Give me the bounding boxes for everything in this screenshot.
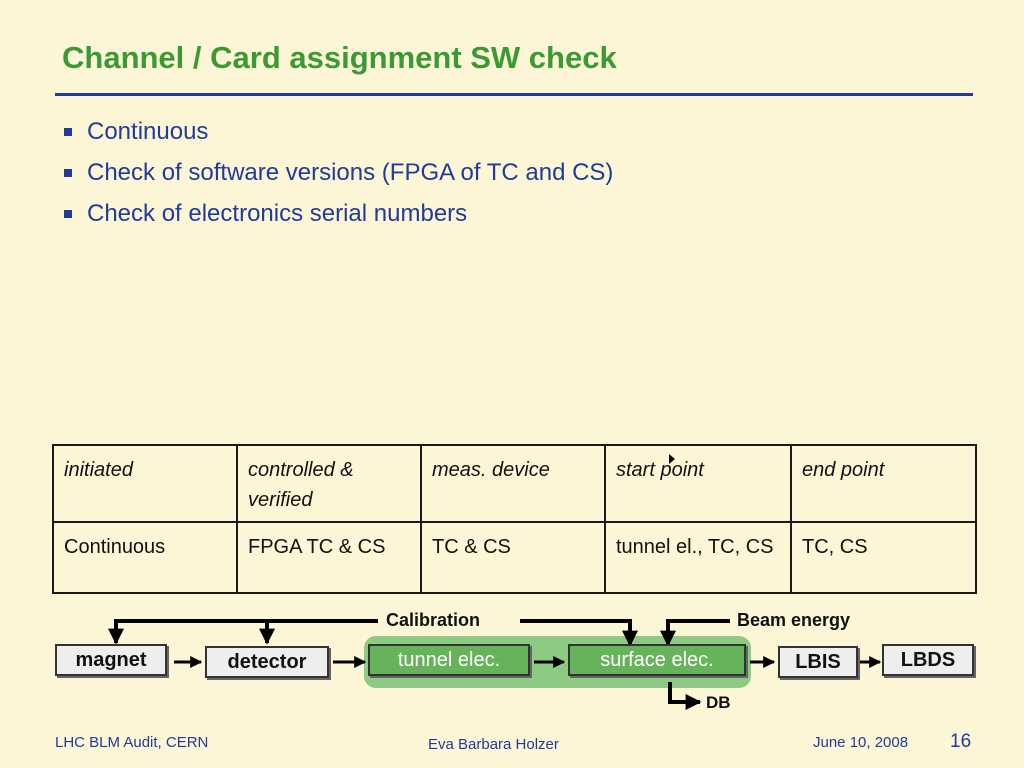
magnet-box: magnet: [55, 644, 167, 676]
signal-chain-diagram: Calibration Beam energy DB magnet detect…: [0, 600, 1024, 720]
cell-start-point: tunnel el., TC, CS: [604, 521, 792, 594]
table-row: Continuous FPGA TC & CS TC & CS tunnel e…: [52, 521, 977, 594]
detector-box: detector: [205, 646, 329, 678]
beam-energy-wire: [660, 619, 730, 647]
header-initiated: initiated: [52, 444, 238, 523]
table-header-row: initiated controlled & verified meas. de…: [52, 444, 977, 523]
calibration-to-surface-wire: [520, 619, 638, 647]
surface-elec-box: surface elec.: [568, 644, 746, 676]
tunnel-elec-box: tunnel elec.: [368, 644, 530, 676]
slide-title: Channel / Card assignment SW check: [62, 40, 617, 75]
square-bullet-icon: [64, 169, 72, 177]
footer-author: Eva Barbara Holzer: [428, 736, 559, 753]
header-meas-device: meas. device: [420, 444, 606, 523]
mouse-cursor-icon: [669, 454, 675, 464]
beam-energy-label: Beam energy: [737, 610, 851, 630]
cell-meas-device: TC & CS: [420, 521, 606, 594]
check-table: initiated controlled & verified meas. de…: [52, 444, 977, 594]
cell-end-point: TC, CS: [790, 521, 977, 594]
header-start-point: start point: [604, 444, 792, 523]
calibration-label: Calibration: [386, 610, 481, 630]
bullet-list: Continuous Check of software versions (F…: [62, 116, 613, 239]
diagram-wires: [108, 619, 882, 710]
bullet-item: Continuous: [62, 116, 613, 157]
bullet-text: Continuous: [87, 118, 209, 145]
page-number: 16: [950, 731, 972, 752]
footer-date: June 10, 2008: [813, 734, 909, 751]
title-divider: [55, 93, 973, 96]
square-bullet-icon: [64, 128, 72, 136]
bullet-text: Check of software versions (FPGA of TC a…: [87, 159, 614, 186]
lbds-box: LBDS: [882, 644, 974, 676]
cell-controlled-verified: FPGA TC & CS: [236, 521, 422, 594]
footer-event: LHC BLM Audit, CERN: [55, 734, 209, 751]
db-label: DB: [706, 693, 731, 712]
bullet-text: Check of electronics serial numbers: [87, 200, 468, 227]
header-controlled-verified: controlled & verified: [236, 444, 422, 523]
calibration-wire: [108, 619, 378, 645]
lbis-box: LBIS: [778, 646, 858, 678]
cell-initiated: Continuous: [52, 521, 238, 594]
db-wire: [668, 682, 702, 710]
bullet-item: Check of electronics serial numbers: [62, 198, 613, 239]
bullet-item: Check of software versions (FPGA of TC a…: [62, 157, 613, 198]
header-end-point: end point: [790, 444, 977, 523]
square-bullet-icon: [64, 210, 72, 218]
